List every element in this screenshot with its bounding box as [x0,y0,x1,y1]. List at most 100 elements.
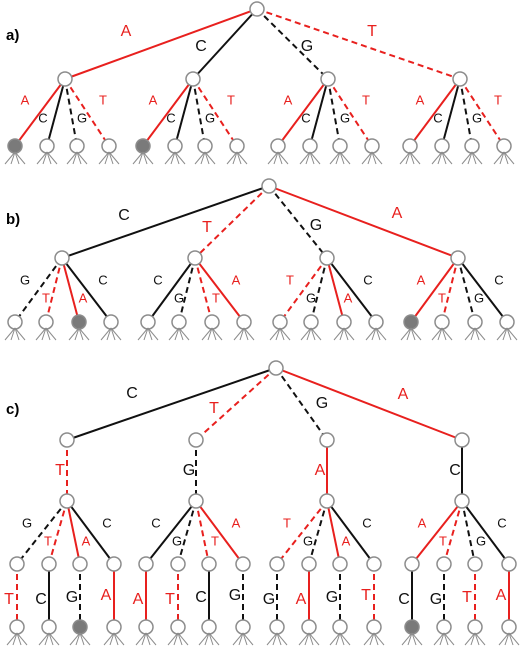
leaf-stubs [14,327,26,341]
edge-label-c-0-C: C [102,515,111,530]
edge-c-root-T [195,367,277,441]
leaf-node [303,314,319,330]
leaf-stubs [226,151,238,165]
edge-a-root-T [256,8,461,80]
leaf-stubs [204,151,216,165]
leaf-node [402,138,418,154]
leaf-stubs [299,151,311,165]
edge-a-1-C [174,78,194,147]
leaf-stubs [407,632,413,646]
internal-node [452,71,468,87]
panel-b-label: b) [6,211,21,228]
leaf-stubs [36,151,48,165]
leaf-stubs [443,632,449,646]
leaf-stubs [200,151,206,165]
edge-label-c-2-T: T [283,515,291,530]
internal-node [319,432,335,448]
internal-node [72,556,88,572]
leaf-node [204,314,220,330]
leaf-stubs [508,632,520,646]
leaf-stubs [167,632,179,646]
leaf-stubs [141,632,147,646]
edge-c-3-T [443,500,463,565]
leaf-stubs [506,327,518,341]
edge-b-1-C [147,257,196,323]
leaf-node [229,138,245,154]
edge-label-c-bottom-T: T [462,589,472,606]
leaf-stubs [211,327,223,341]
leaf-stubs [204,151,210,165]
leaf-stubs [506,327,512,341]
edge-label-c-3-G: G [476,533,486,548]
leaf-stubs [304,632,310,646]
edge-label-c-root-C: C [126,385,138,402]
edge-label-c-bottom-T: T [361,587,371,604]
leaf-node [171,314,187,330]
leaf-stubs [145,632,157,646]
leaf-stubs [267,151,279,165]
edge-label-b-3-T: T [438,290,446,305]
leaf-node [436,619,452,635]
leaf-stubs [164,151,176,165]
leaf-node [103,314,119,330]
leaf-stubs [42,151,48,165]
edge-label-c-1-T: T [211,533,219,548]
edge-label-c-bottom-T: T [4,591,14,608]
edge-label-c-bottom-G: G [263,591,275,608]
leaf-stubs [298,632,310,646]
leaf-stubs [441,151,453,165]
leaf-stubs [12,632,18,646]
leaf-stubs [406,327,412,341]
leaf-node [235,619,251,635]
internal-node [185,71,201,87]
internal-node [54,250,70,266]
leaf-stubs [48,632,54,646]
leaf-stubs [498,632,510,646]
edge-label-c-bottom-G: G [326,589,338,606]
edge-label-c-single-C: C [449,462,461,479]
leaf-stubs [138,151,144,165]
edge-label-c-root-G: G [316,395,328,412]
leaf-node [106,619,122,635]
leaf-stubs [106,327,112,341]
edge-a-root-G [256,8,329,80]
panel-a-label: a) [6,27,20,44]
leaf-stubs [441,327,447,341]
edge-label-a-3-A: A [416,92,425,107]
leaf-stubs [68,327,80,341]
leaf-node [236,314,252,330]
internal-node [188,493,204,509]
leaf-node [496,138,512,154]
edge-c-root-A [275,367,463,441]
edge-label-a-root-T: T [367,23,377,40]
leaf-stubs [137,327,149,341]
edge-label-b-0-A: A [79,290,88,305]
root-node-a [249,1,265,17]
edge-b-root-G [268,185,328,259]
leaf-stubs [14,151,26,165]
leaf-stubs [46,151,52,165]
leaf-stubs [174,327,180,341]
internal-node [332,556,348,572]
edge-label-a-0-A: A [21,92,30,107]
internal-node [301,556,317,572]
edge-b-2-T [279,257,328,323]
internal-node [404,556,420,572]
edge-c-1-T [195,500,210,565]
leaf-stubs [339,327,345,341]
internal-node [319,493,335,509]
leaf-stubs [145,632,151,646]
leaf-node [302,138,318,154]
leaf-node [39,138,55,154]
leaf-node [7,314,23,330]
leaf-stubs [329,151,341,165]
leaf-stubs [208,632,214,646]
leaf-stubs [232,151,238,165]
edge-b-0-G [14,257,63,323]
edge-label-a-1-G: G [205,110,215,125]
leaf-stubs [79,632,85,646]
edge-label-c-bottom-A: A [133,591,144,608]
edge-label-a-3-T: T [494,92,502,107]
